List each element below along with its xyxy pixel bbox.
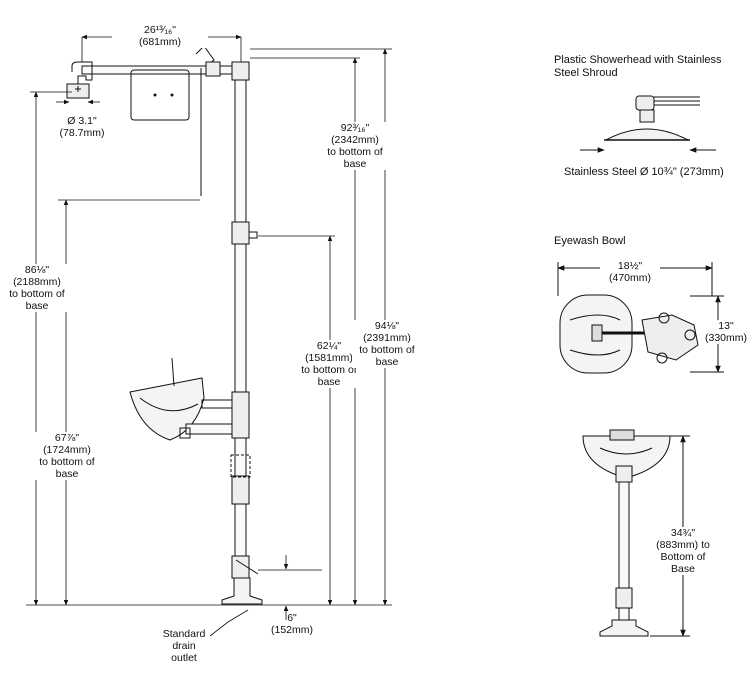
eyewash-title: Eyewash Bowl <box>554 235 626 247</box>
pedestal-height-label: 34¾" (883mm) to Bottom of Base <box>648 527 718 575</box>
eyewash-depth-metric: (330mm) <box>704 332 747 344</box>
coupling-bottom <box>231 555 250 579</box>
drain-offset-metric: (152mm) <box>270 624 313 636</box>
showerhead-title-line1: Plastic Showerhead with Stainless <box>554 54 722 66</box>
overall-width-label: 26¹³⁄₁₆" (681mm) <box>112 24 208 48</box>
height-92-line4: base <box>343 158 367 170</box>
height-94-fraction: 94⅛" <box>374 320 400 332</box>
pedestal-height-metric: (883mm) to <box>656 539 710 551</box>
height-67-label: 67⅞" (1724mm) to bottom of base <box>30 432 104 480</box>
height-62-fraction: 62¼" <box>316 340 342 352</box>
elbow <box>71 61 93 86</box>
drain-outlet-label: Standard drain outlet <box>154 628 214 664</box>
valve-body <box>641 314 699 361</box>
drain-label-line2: drain <box>172 640 196 652</box>
height-86-line4: base <box>25 300 49 312</box>
height-92-line3: to bottom of <box>327 146 383 158</box>
eyewash-arm <box>185 423 233 435</box>
showerhead-detail <box>580 95 716 153</box>
height-86-label: 86⅛" (2188mm) to bottom of base <box>4 264 70 312</box>
height-94-line4: base <box>375 356 399 368</box>
height-62-line3: to bottom of <box>301 364 357 376</box>
showerhead-title-line2: Steel Shroud <box>554 67 618 79</box>
coupling-upper <box>231 221 250 245</box>
height-94-metric: (2391mm) <box>363 332 411 344</box>
showerhead-dia-label: Ø 3.1" (78.7mm) <box>52 115 112 139</box>
height-92-metric: (2342mm) <box>331 134 379 146</box>
drain-label-line1: Standard <box>162 628 206 640</box>
height-67-line3: to bottom of <box>39 456 95 468</box>
height-67-line4: base <box>55 468 79 480</box>
eyewash-depth-fraction: 13" <box>718 320 734 332</box>
showerhead-detail-caption: Stainless Steel Ø 10¾" (273mm) <box>564 166 724 179</box>
height-86-fraction: 86⅛" <box>24 264 50 276</box>
base-flange <box>221 577 263 605</box>
coupling-low <box>231 475 250 505</box>
coupling-top <box>231 61 250 81</box>
drain-offset-fraction: 6" <box>287 612 297 624</box>
eyewash-width-fraction: 18½" <box>617 260 643 272</box>
height-92-fraction: 92³⁄₁₆" <box>340 122 370 134</box>
drain-offset-label: 6" (152mm) <box>262 612 322 636</box>
eyewash-detail-title: Eyewash Bowl <box>554 235 626 248</box>
height-86-line3: to bottom of <box>9 288 65 300</box>
height-62-label: 62¼" (1581mm) to bottom of base <box>294 340 364 388</box>
height-86-metric: (2188mm) <box>13 276 61 288</box>
height-94-label: 94⅛" (2391mm) to bottom of base <box>352 320 422 368</box>
pedestal-height-line3: Bottom of <box>660 551 706 563</box>
shroud <box>605 128 689 141</box>
pedestal-base <box>599 619 649 637</box>
main-station <box>66 45 263 605</box>
overall-width-metric: (681mm) <box>138 36 181 48</box>
showerhead-detail-title: Plastic Showerhead with Stainless Steel … <box>554 54 722 80</box>
eyewash-width-label: 18½" (470mm) <box>600 260 660 284</box>
height-67-fraction: 67⅞" <box>54 432 80 444</box>
eyewash-depth-label: 13" (330mm) <box>700 320 752 344</box>
eyewash-width-metric: (470mm) <box>608 272 651 284</box>
overall-width-fraction: 26¹³⁄₁₆" <box>144 24 176 36</box>
showerhead-caption: Stainless Steel Ø 10¾" (273mm) <box>564 166 724 178</box>
height-62-line4: base <box>317 376 341 388</box>
height-62-metric: (1581mm) <box>305 352 353 364</box>
showerhead-dia-metric: (78.7mm) <box>59 127 105 139</box>
pedestal-height-line4: Base <box>671 563 695 575</box>
showerhead-dia-fraction: Ø 3.1" <box>67 115 97 127</box>
drain-label-line3: outlet <box>171 652 197 664</box>
sign-plate <box>130 69 190 121</box>
pedestal-view <box>582 429 690 637</box>
height-94-line3: to bottom of <box>359 344 415 356</box>
height-92-label: 92³⁄₁₆" (2342mm) to bottom of base <box>300 122 410 170</box>
pedestal-height-fraction: 34¾" <box>670 527 696 539</box>
height-67-metric: (1724mm) <box>43 444 91 456</box>
coupling-mid <box>231 391 250 439</box>
